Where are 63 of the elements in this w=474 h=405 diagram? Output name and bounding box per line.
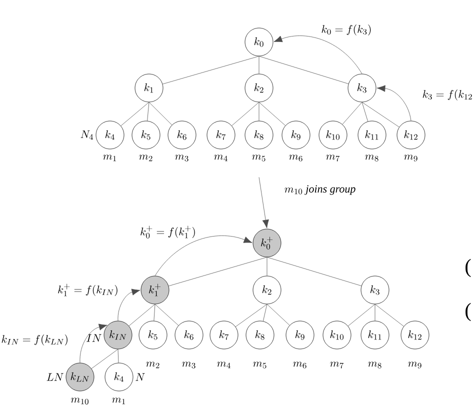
tree-line (258, 102, 286, 126)
curved-arrow (154, 236, 252, 276)
tree-line (235, 304, 268, 327)
edge-label: $k_{0}^{+} = f(k_{1}^{+})$ (139, 224, 197, 240)
arrow (258, 177, 269, 228)
tree-line (362, 102, 368, 122)
tree-line (258, 56, 260, 74)
edge-label: $k_{IN} = f(k_{LN})$ (0, 334, 70, 346)
node-caption: $m_{6}$ (289, 154, 302, 162)
tree-line (374, 304, 404, 327)
node-caption: $m_{3}$ (182, 362, 196, 368)
node-caption: $m_{7}$ (326, 154, 340, 162)
tree-line (342, 102, 362, 125)
node-caption: $IN$ (86, 334, 102, 342)
tree-line (128, 304, 156, 326)
node-caption: $m_{2}$ (139, 154, 152, 162)
tree-line (362, 102, 400, 128)
tree-line (258, 56, 349, 84)
node-caption: $N_{4}$ (80, 130, 94, 140)
tree-line (348, 304, 376, 326)
edge-label: $k_{0} = f(k_{3})$ (320, 24, 373, 36)
node-caption: $m_{4}$ (214, 154, 228, 162)
node-caption: $LN$ (46, 373, 64, 381)
tree-line (91, 349, 118, 369)
tree-line (266, 304, 290, 326)
node-caption: $m_{5}$ (252, 154, 266, 162)
tree-line (232, 102, 260, 126)
tree-line (120, 102, 150, 126)
edge-label: $k_{3} = f(k_{12}$ (421, 88, 474, 102)
node-caption: $m_{7}$ (330, 362, 344, 368)
tree-line (266, 257, 268, 276)
edge-label: $k_{1}^{+} = f(k_{IN})$ (56, 282, 120, 298)
bracket-text: ( (466, 302, 471, 322)
edge-label: $m_{10}\ \textit{joins group}$ (283, 184, 357, 196)
node-caption: $m_{9}$ (404, 154, 418, 162)
tree-line (266, 257, 362, 286)
tree-line (162, 56, 260, 84)
node-caption: $m_{1}$ (112, 398, 125, 404)
curved-arrow (80, 324, 108, 363)
tree-line (374, 304, 376, 321)
tree-line (154, 304, 179, 326)
tree-line (118, 349, 119, 364)
node-caption: $m_{9}$ (408, 362, 422, 368)
node-caption: $N$ (136, 373, 145, 381)
node-caption: $m_{4}$ (217, 362, 230, 368)
curved-arrow (376, 85, 412, 121)
node-caption: $m_{5}$ (253, 362, 266, 368)
tree-line (154, 304, 156, 322)
tree-line (147, 102, 150, 122)
curved-arrow (118, 288, 140, 321)
tree-line (262, 304, 268, 322)
node-caption: $m_{10}$ (71, 398, 88, 404)
node-caption: $m_{3}$ (175, 154, 188, 162)
node-caption: $m_{6}$ (293, 362, 306, 368)
bracket-text: ( (466, 258, 471, 278)
tree-line (258, 102, 260, 121)
curved-arrow (274, 36, 362, 74)
node-caption: $m_{8}$ (365, 154, 378, 162)
tree-line (168, 257, 268, 286)
node-caption: $m_{1}$ (103, 154, 116, 162)
node-caption: $m_{8}$ (368, 362, 382, 368)
node-caption: $m_{2}$ (146, 362, 160, 368)
tree-line (148, 102, 172, 126)
